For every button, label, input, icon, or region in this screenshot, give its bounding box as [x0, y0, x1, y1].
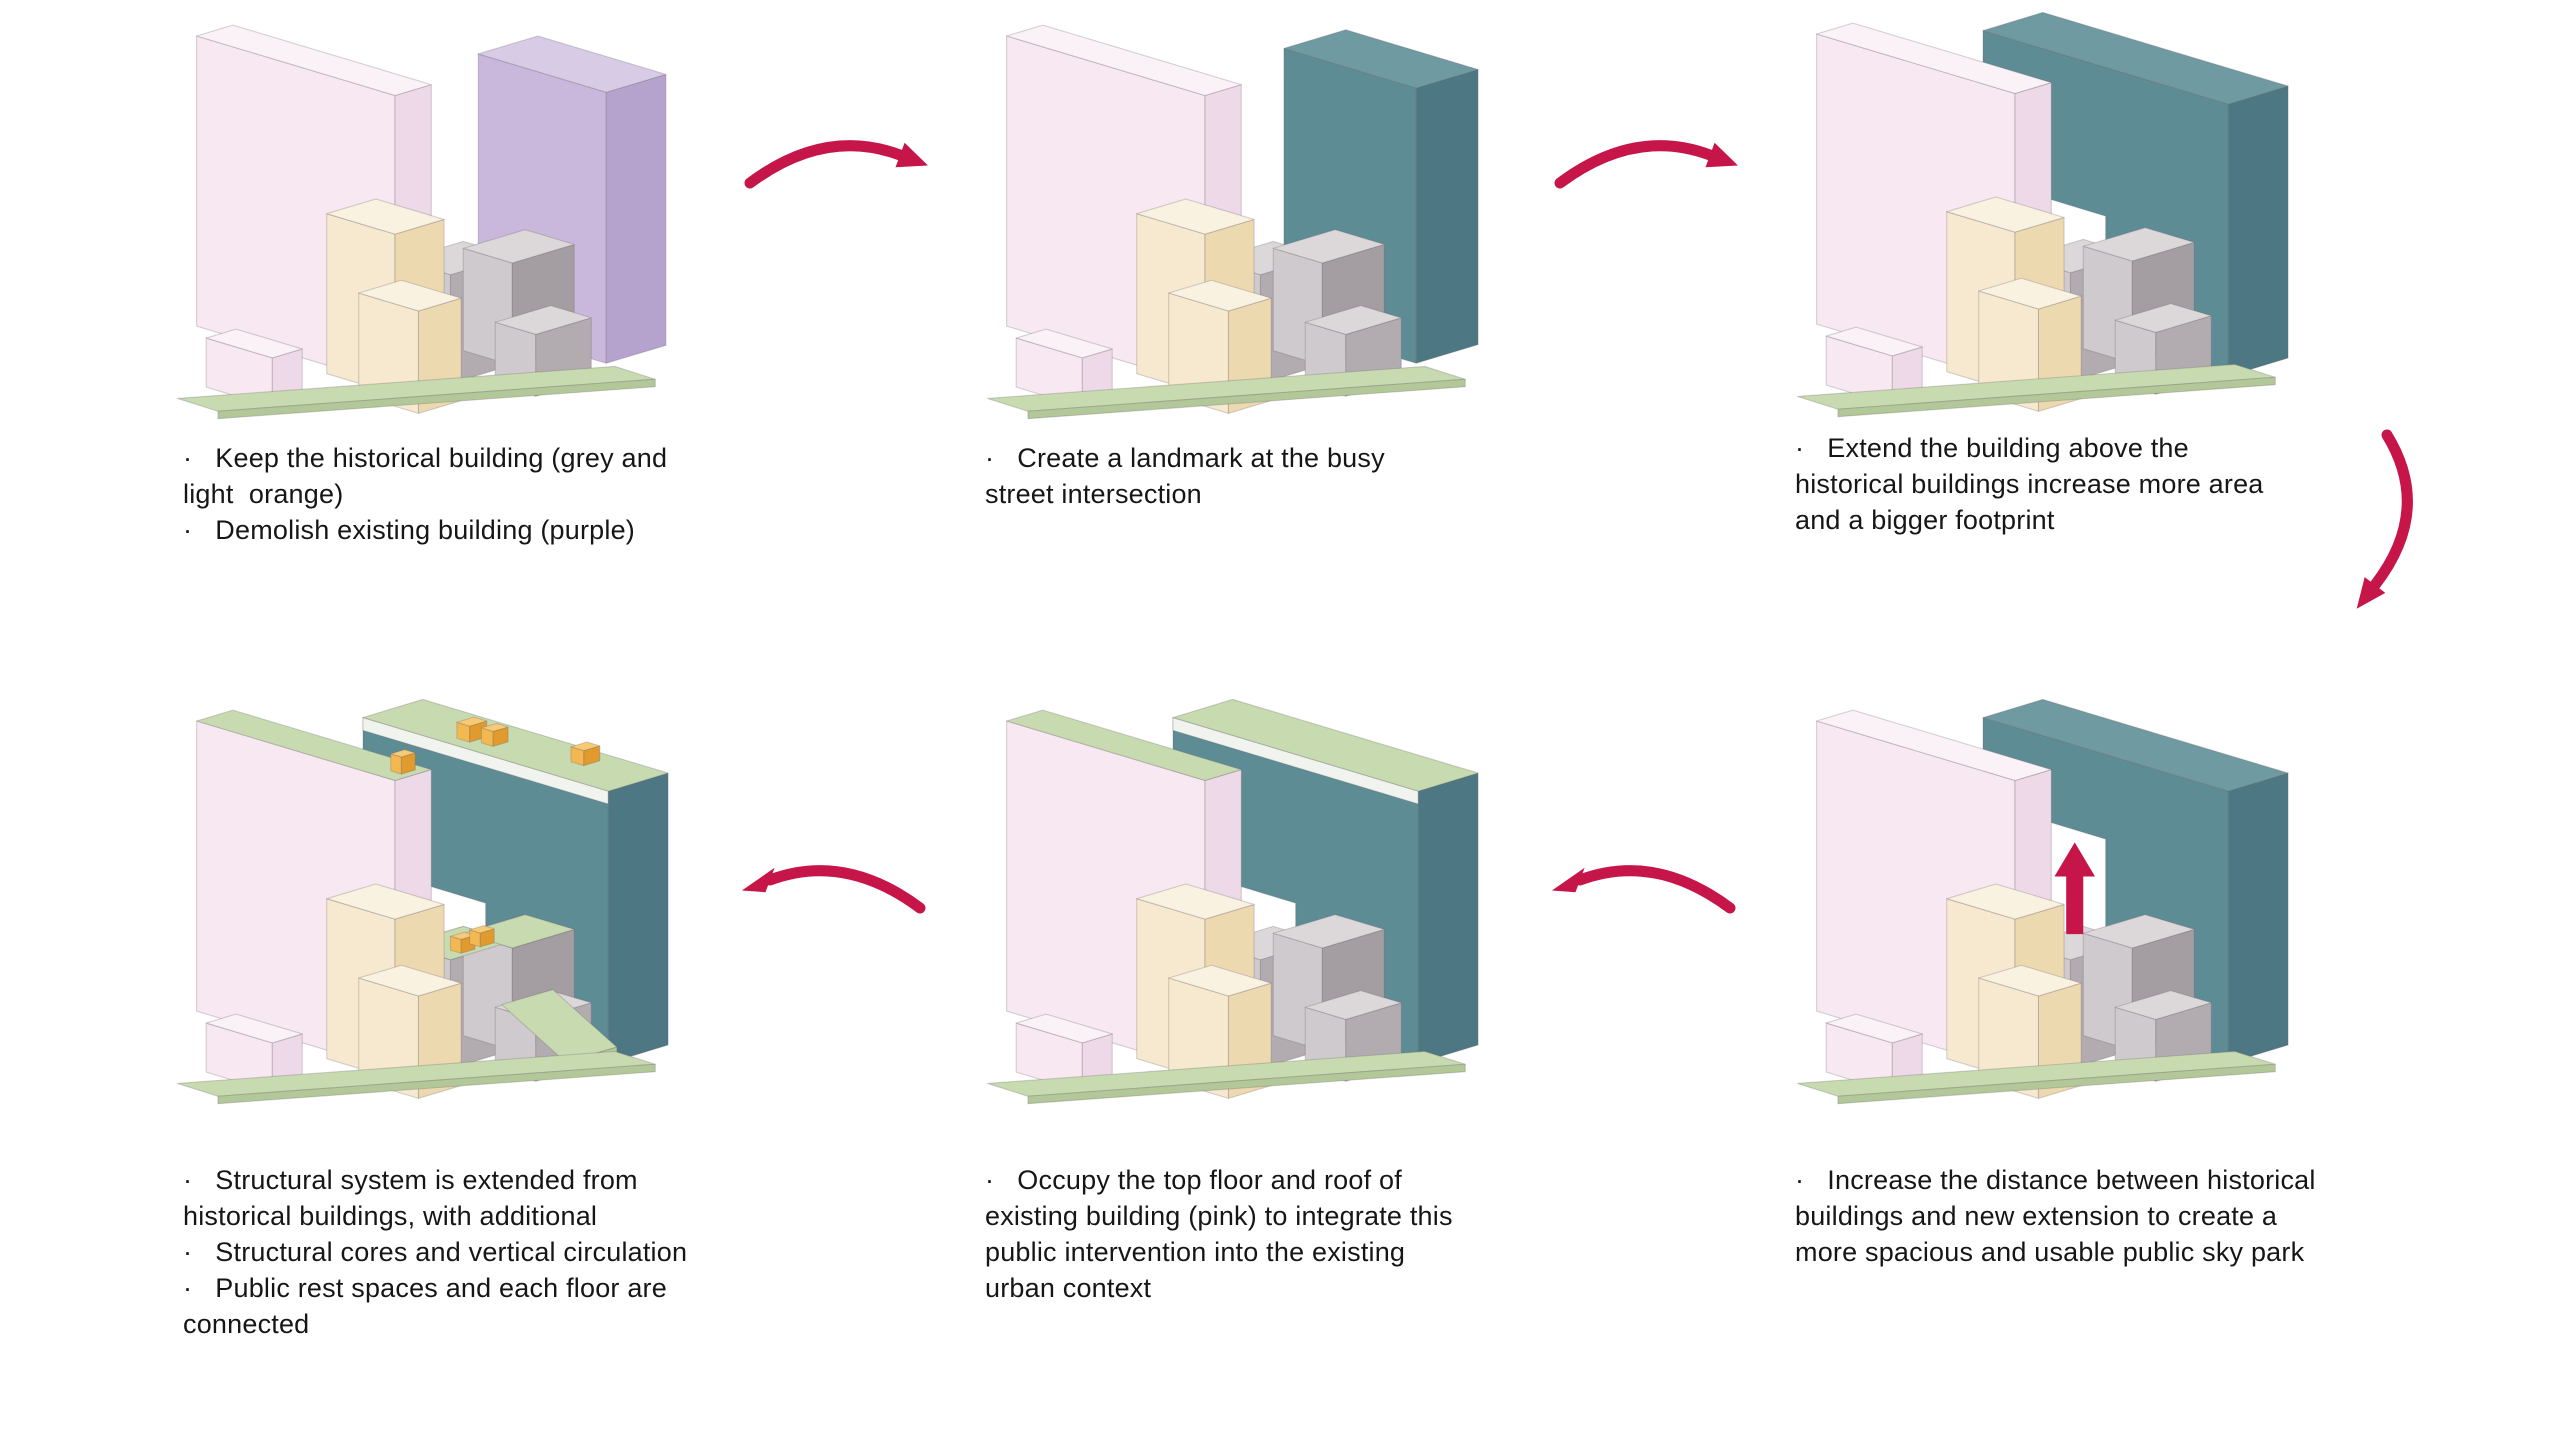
- flow-arrow-down: [2356, 429, 2413, 609]
- caption-step-2: · Create a landmark at the busy street i…: [985, 440, 1435, 512]
- massing-diagram-step-6: [176, 698, 669, 1105]
- flow-arrow-left-2: [741, 865, 926, 914]
- caption-step-6-bullet-1: · Structural system is extended from his…: [183, 1165, 646, 1231]
- caption-step-3: · Extend the building above the historic…: [1795, 430, 2265, 538]
- massing-diagram-step-2: [986, 24, 1479, 420]
- caption-step-3-bullet-1: · Extend the building above the historic…: [1795, 433, 2272, 535]
- caption-step-5-bullet-1: · Occupy the top floor and roof of exist…: [985, 1165, 1461, 1303]
- caption-step-2-bullet-1: · Create a landmark at the busy street i…: [985, 443, 1393, 509]
- caption-step-4: · Increase the distance between historic…: [1795, 1162, 2320, 1270]
- caption-step-1-bullet-1: · Keep the historical building (grey and…: [183, 443, 675, 509]
- caption-step-4-bullet-1: · Increase the distance between historic…: [1795, 1165, 2324, 1267]
- caption-step-1-bullet-2: · Demolish existing building (purple): [183, 515, 635, 545]
- massing-diagram-step-3: [1796, 11, 2289, 418]
- caption-step-6-bullet-2: · Structural cores and vertical circulat…: [183, 1237, 688, 1267]
- flow-arrow-right-1: [744, 140, 928, 189]
- massing-diagram-step-5: [986, 698, 1479, 1105]
- caption-step-6-bullet-3: · Public rest spaces and each floor are …: [183, 1273, 675, 1339]
- massing-diagram-step-4: [1796, 698, 2289, 1105]
- caption-step-1: · Keep the historical building (grey and…: [183, 440, 698, 548]
- flow-arrow-right-2: [1554, 140, 1738, 189]
- massing-diagram-step-1: [176, 24, 667, 420]
- flow-arrow-left-1: [1551, 865, 1736, 914]
- caption-step-6: · Structural system is extended from his…: [183, 1162, 698, 1342]
- caption-step-5: · Occupy the top floor and roof of exist…: [985, 1162, 1480, 1306]
